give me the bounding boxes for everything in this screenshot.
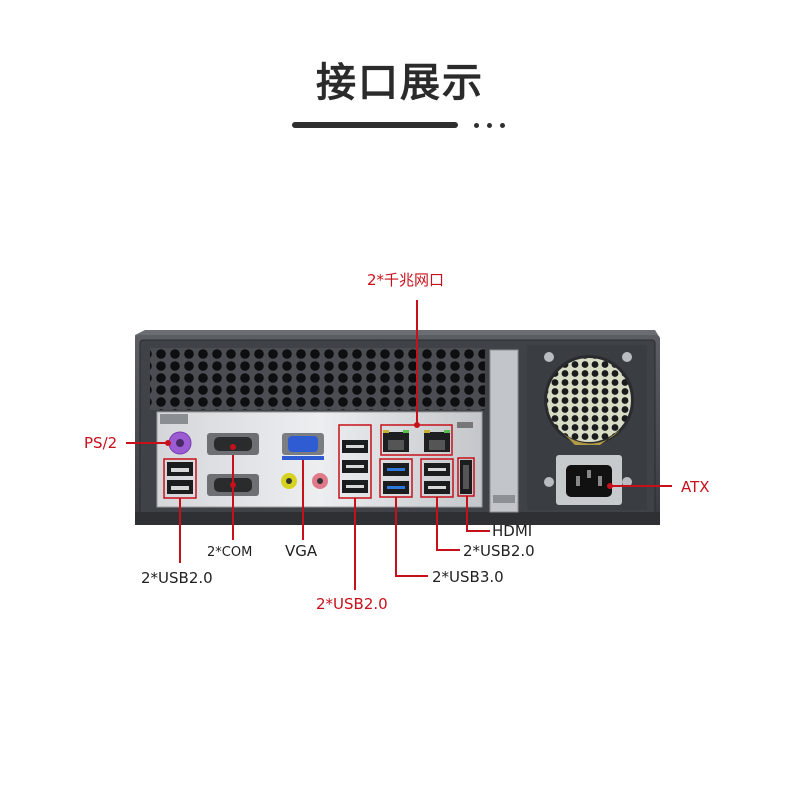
title-dot-2 (487, 123, 492, 128)
title-dot-3 (500, 123, 505, 128)
fan-icon (547, 358, 631, 442)
label-com: 2*COM (207, 545, 252, 560)
vent-grille (150, 348, 485, 410)
expansion-slot-cover (489, 349, 519, 513)
usb-port-icon (167, 462, 193, 494)
callout-lines (126, 300, 672, 590)
label-usb30: 2*USB3.0 (432, 568, 504, 586)
label-vga: VGA (285, 542, 318, 560)
label-ps2: PS/2 (84, 434, 117, 452)
label-hdmi: HDMI (492, 522, 532, 540)
vga-port-icon (282, 433, 324, 460)
label-lan: 2*千兆网口 (367, 271, 444, 289)
usb-port-icon (424, 463, 450, 494)
label-usb20-mid: 2*USB2.0 (316, 595, 388, 613)
power-socket-icon (566, 465, 612, 497)
rj45-port-icon (383, 430, 450, 452)
title-underline (292, 122, 458, 128)
usb-port-icon (342, 440, 368, 493)
psu (527, 345, 647, 510)
label-usb20-left: 2*USB2.0 (141, 569, 213, 587)
page-title: 接口展示 (316, 60, 484, 106)
title-dot-1 (474, 123, 479, 128)
label-usb20-right: 2*USB2.0 (463, 542, 535, 560)
usb3-port-icon (383, 463, 409, 494)
label-atx: ATX (681, 478, 710, 496)
